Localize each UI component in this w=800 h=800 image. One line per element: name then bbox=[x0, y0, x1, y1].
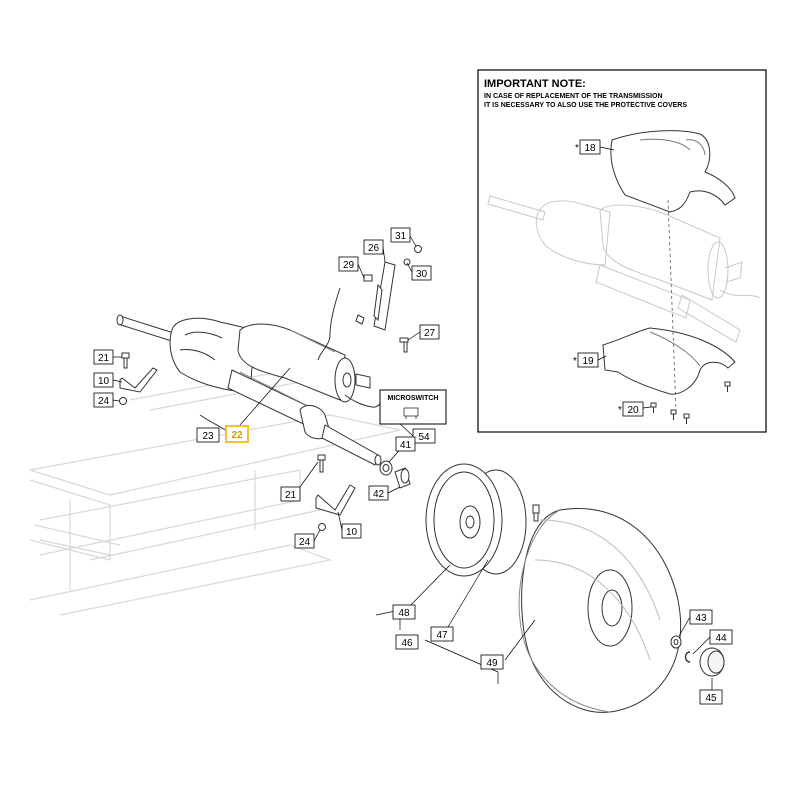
part-label-41: 41 bbox=[400, 440, 412, 451]
part-label-54: 54 bbox=[418, 432, 430, 443]
valve bbox=[532, 504, 540, 522]
hub-cap-45 bbox=[699, 647, 725, 677]
part-label-21: 21 bbox=[285, 490, 297, 501]
asterisk-18: * bbox=[575, 143, 579, 154]
part-label-49: 49 bbox=[486, 658, 498, 669]
microswitch-label: MICROSWITCH bbox=[388, 395, 439, 402]
part-label-29: 29 bbox=[343, 260, 355, 271]
part-label-45: 45 bbox=[705, 693, 717, 704]
part-label-44: 44 bbox=[715, 633, 727, 644]
axle-right bbox=[321, 424, 379, 466]
protective-cover-18 bbox=[610, 130, 736, 213]
part-label-22: 22 bbox=[231, 430, 243, 441]
left-brackets bbox=[119, 352, 356, 531]
part-label-47: 47 bbox=[436, 630, 448, 641]
part-label-18: 18 bbox=[584, 143, 596, 154]
screws-20 bbox=[650, 381, 731, 424]
part-labels: 21 10 24 23 22 21 24 10 26 31 29 30 bbox=[93, 227, 733, 705]
washer-43 bbox=[670, 635, 682, 649]
part-label-19: 19 bbox=[582, 356, 594, 367]
transmission-assembly bbox=[116, 314, 382, 466]
note-line-2: IT IS NECESSARY TO ALSO USE THE PROTECTI… bbox=[484, 102, 687, 109]
part-label-30: 30 bbox=[416, 269, 428, 280]
note-line-1: IN CASE OF REPLACEMENT OF THE TRANSMISSI… bbox=[484, 93, 663, 100]
highlight-box-22 bbox=[225, 425, 249, 443]
part-label-10: 10 bbox=[98, 376, 110, 387]
part-label-31: 31 bbox=[395, 231, 407, 242]
part-label-42: 42 bbox=[373, 489, 385, 500]
important-note-panel: IMPORTANT NOTE: IN CASE OF REPLACEMENT O… bbox=[477, 69, 767, 433]
motor-body bbox=[237, 323, 346, 401]
part-label-23: 23 bbox=[202, 431, 214, 442]
tire-49 bbox=[518, 508, 682, 713]
part-label-24: 24 bbox=[299, 537, 311, 548]
connector bbox=[355, 373, 371, 389]
part-label-24: 24 bbox=[98, 396, 110, 407]
part-label-20: 20 bbox=[627, 405, 639, 416]
part-label-10: 10 bbox=[346, 527, 358, 538]
spacer-42 bbox=[394, 467, 411, 489]
protective-cover-19 bbox=[602, 327, 736, 395]
microswitch-bracket-parts bbox=[355, 245, 422, 353]
part-label-46: 46 bbox=[401, 638, 413, 649]
note-title: IMPORTANT NOTE: bbox=[484, 78, 586, 90]
part-label-48: 48 bbox=[398, 608, 410, 619]
chassis-frame bbox=[29, 369, 401, 616]
wheel-rim-48 bbox=[425, 463, 527, 577]
part-label-21: 21 bbox=[98, 353, 110, 364]
part-label-43: 43 bbox=[695, 613, 707, 624]
asterisk-19: * bbox=[573, 356, 577, 367]
inset-leader-lines bbox=[597, 146, 652, 409]
part-label-26: 26 bbox=[368, 243, 380, 254]
inset-transmission bbox=[487, 195, 761, 343]
inset-axis-line bbox=[667, 199, 677, 411]
asterisk-20: * bbox=[618, 405, 622, 416]
washer-41 bbox=[379, 460, 393, 476]
leader-lines bbox=[112, 235, 713, 690]
wire-cable bbox=[317, 287, 341, 361]
microswitch-icon bbox=[403, 407, 419, 419]
part-label-27: 27 bbox=[424, 328, 436, 339]
microswitch-callout: MICROSWITCH bbox=[379, 389, 447, 425]
clip-44 bbox=[684, 651, 691, 663]
